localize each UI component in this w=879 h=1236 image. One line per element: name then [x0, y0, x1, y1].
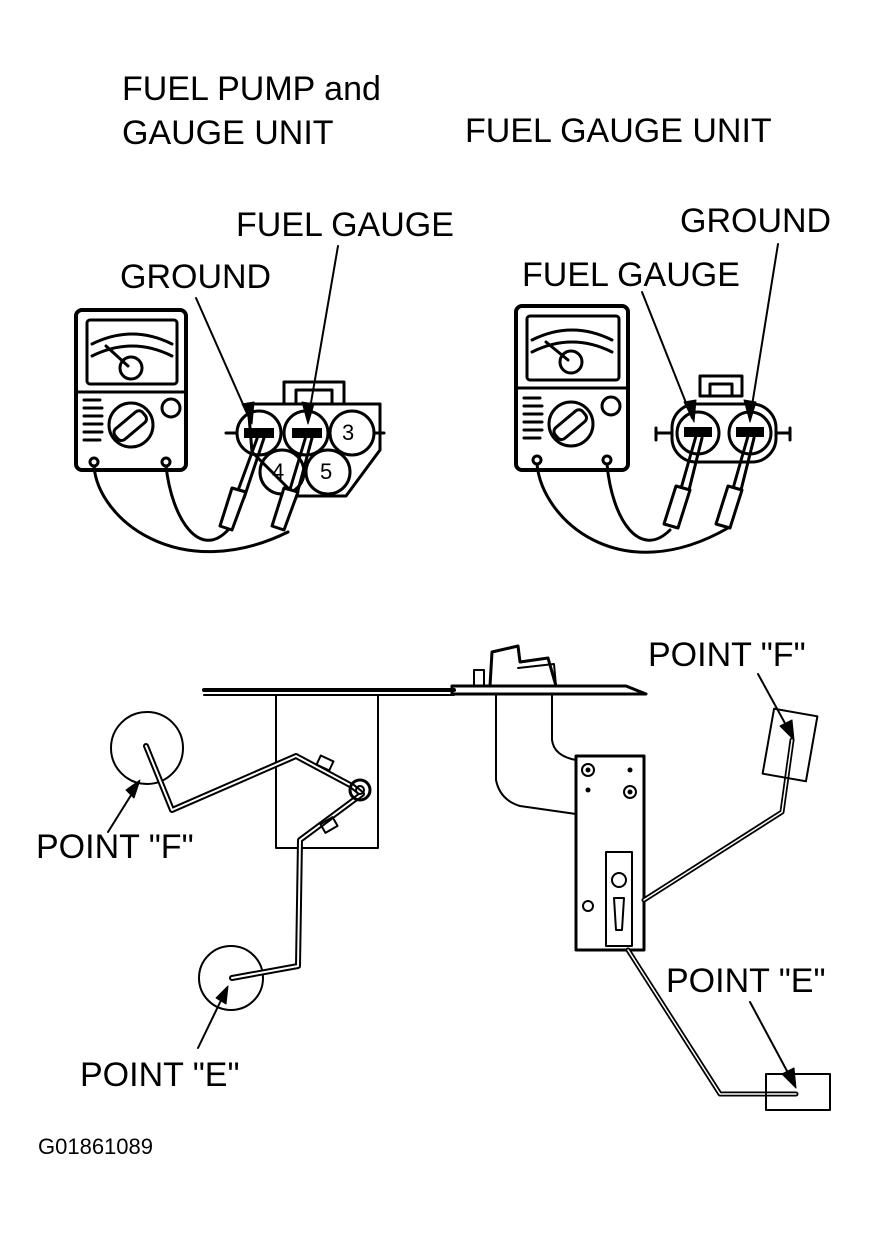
terminal-label-4: 4	[272, 459, 285, 484]
left-float-assembly	[107, 688, 456, 1049]
title-fuel-gauge-unit: FUEL GAUGE UNIT	[465, 112, 772, 150]
label-right-fuel-gauge: FUEL GAUGE	[522, 256, 740, 294]
right-float-assembly	[450, 644, 831, 1111]
right-connector	[641, 243, 792, 530]
terminal-label-3: 3	[342, 420, 355, 445]
label-left-point-f: POINT "F"	[36, 828, 194, 866]
terminal-label-5: 5	[320, 459, 333, 484]
label-right-point-f: POINT "F"	[648, 636, 806, 674]
left-connector	[195, 245, 386, 532]
label-left-fuel-gauge: FUEL GAUGE	[236, 206, 454, 244]
right-multimeter	[514, 304, 730, 554]
title-fuel-pump-gauge-unit-line1: FUEL PUMP and	[122, 70, 381, 108]
label-left-point-e: POINT "E"	[80, 1056, 240, 1094]
figure-id: G01861089	[38, 1134, 153, 1159]
label-right-ground: GROUND	[680, 202, 832, 240]
label-left-ground: GROUND	[120, 258, 272, 296]
title-fuel-pump-gauge-unit-line2: GAUGE UNIT	[122, 114, 334, 152]
left-multimeter	[74, 308, 290, 553]
label-right-point-e: POINT "E"	[666, 962, 826, 1000]
